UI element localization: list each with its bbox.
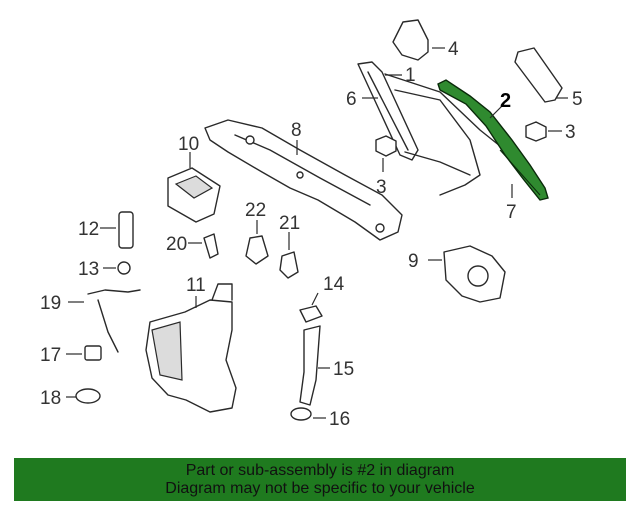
callout-19: 19: [40, 293, 61, 314]
callout-21: 21: [279, 213, 300, 234]
callout-4: 4: [448, 39, 459, 60]
part-17-connector: 17: [40, 345, 102, 366]
banner-line-1: Part or sub-assembly is #2 in diagram: [185, 462, 455, 479]
part-21-sensor: 21: [279, 213, 300, 279]
part-3-nut-right: 3: [525, 121, 576, 143]
part-19-hose: 19: [40, 289, 141, 353]
part-3-nut-left: 3: [375, 135, 397, 198]
callout-13: 13: [78, 259, 99, 280]
callout-7: 7: [506, 202, 517, 223]
callout-17: 17: [40, 345, 61, 366]
part-15-filler-neck: 15: [299, 325, 354, 406]
part-18-seal: 18: [40, 388, 101, 409]
part-12-pump: 12: [78, 211, 134, 249]
info-banner: Part or sub-assembly is #2 in diagram Di…: [14, 458, 626, 501]
part-11-reservoir: 11: [145, 275, 237, 413]
callout-12: 12: [78, 219, 99, 240]
part-10-module: 10: [167, 134, 221, 223]
callout-3b: 3: [376, 177, 387, 198]
banner-line-2: Diagram may not be specific to your vehi…: [165, 480, 475, 497]
part-20-clip: 20: [166, 233, 219, 259]
part-1-linkage: 1 6: [346, 61, 506, 196]
callout-6: 6: [346, 89, 357, 110]
part-14-cap: 14: [299, 274, 345, 323]
parts-diagram: 4 5 1 6 2 3 3 7: [40, 19, 583, 430]
part-13-grommet: 13: [78, 259, 131, 280]
callout-2: 2: [500, 90, 511, 112]
part-5-cover: 5: [514, 47, 583, 110]
callout-20: 20: [166, 234, 187, 255]
callout-11: 11: [186, 275, 206, 296]
part-16-grommet: 16: [290, 407, 350, 430]
part-9-motor: 9: [408, 245, 506, 303]
part-7-label: 7: [506, 184, 517, 223]
callout-16: 16: [329, 409, 350, 430]
callout-10: 10: [178, 134, 199, 155]
part-8-frame: 8: [204, 119, 403, 241]
callout-14: 14: [323, 274, 345, 295]
callout-3a: 3: [565, 122, 576, 143]
part-22-bracket: 22: [245, 200, 269, 265]
callout-9: 9: [408, 251, 419, 272]
callout-18: 18: [40, 388, 61, 409]
part-4-cap: 4: [392, 19, 459, 61]
callout-5: 5: [572, 89, 583, 110]
callout-1: 1: [405, 65, 416, 86]
callout-8: 8: [291, 120, 302, 141]
callout-15: 15: [333, 359, 354, 380]
callout-22: 22: [245, 200, 266, 221]
part-2-wiper-arm: 2: [437, 79, 549, 201]
